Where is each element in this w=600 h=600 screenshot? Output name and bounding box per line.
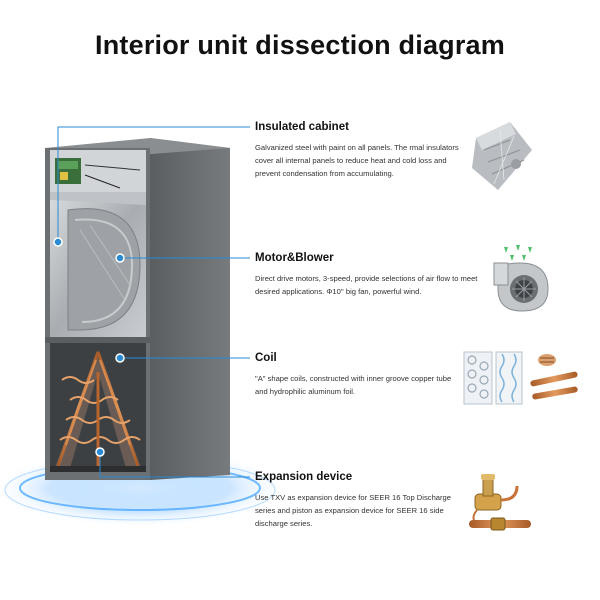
callout-coil: Coil "A" shape coils, constructed with i… [255, 352, 460, 398]
callout-heading: Insulated cabinet [255, 121, 349, 133]
callout-motor-blower: Motor&Blower Direct drive motors, 3-spee… [255, 252, 480, 298]
callout-body: Direct drive motors, 3-speed, provide se… [255, 274, 478, 296]
blower-housing [67, 208, 141, 331]
coil-fins-icon [463, 351, 578, 405]
insulation-foil-icon [472, 122, 532, 190]
callout-dots [53, 237, 125, 457]
callout-insulated-cabinet: Insulated cabinet Galvanized steel with … [255, 121, 465, 180]
callout-body: Use TXV as expansion device for SEER 16 … [255, 493, 451, 528]
cabinet-side-panel [150, 138, 230, 480]
blower-icon [493, 245, 549, 312]
expansion-valve-icon [469, 474, 531, 531]
callout-lines [57, 126, 250, 478]
callout-heading: Motor&Blower [255, 252, 334, 264]
page-title: Interior unit dissection diagram [95, 30, 505, 60]
callout-expansion-device: Expansion device Use TXV as expansion de… [255, 471, 455, 530]
callout-heading: Expansion device [255, 471, 353, 483]
callout-body: "A" shape coils, constructed with inner … [255, 374, 452, 396]
callout-heading: Coil [255, 352, 277, 364]
callout-body: Galvanized steel with paint on all panel… [255, 143, 459, 178]
